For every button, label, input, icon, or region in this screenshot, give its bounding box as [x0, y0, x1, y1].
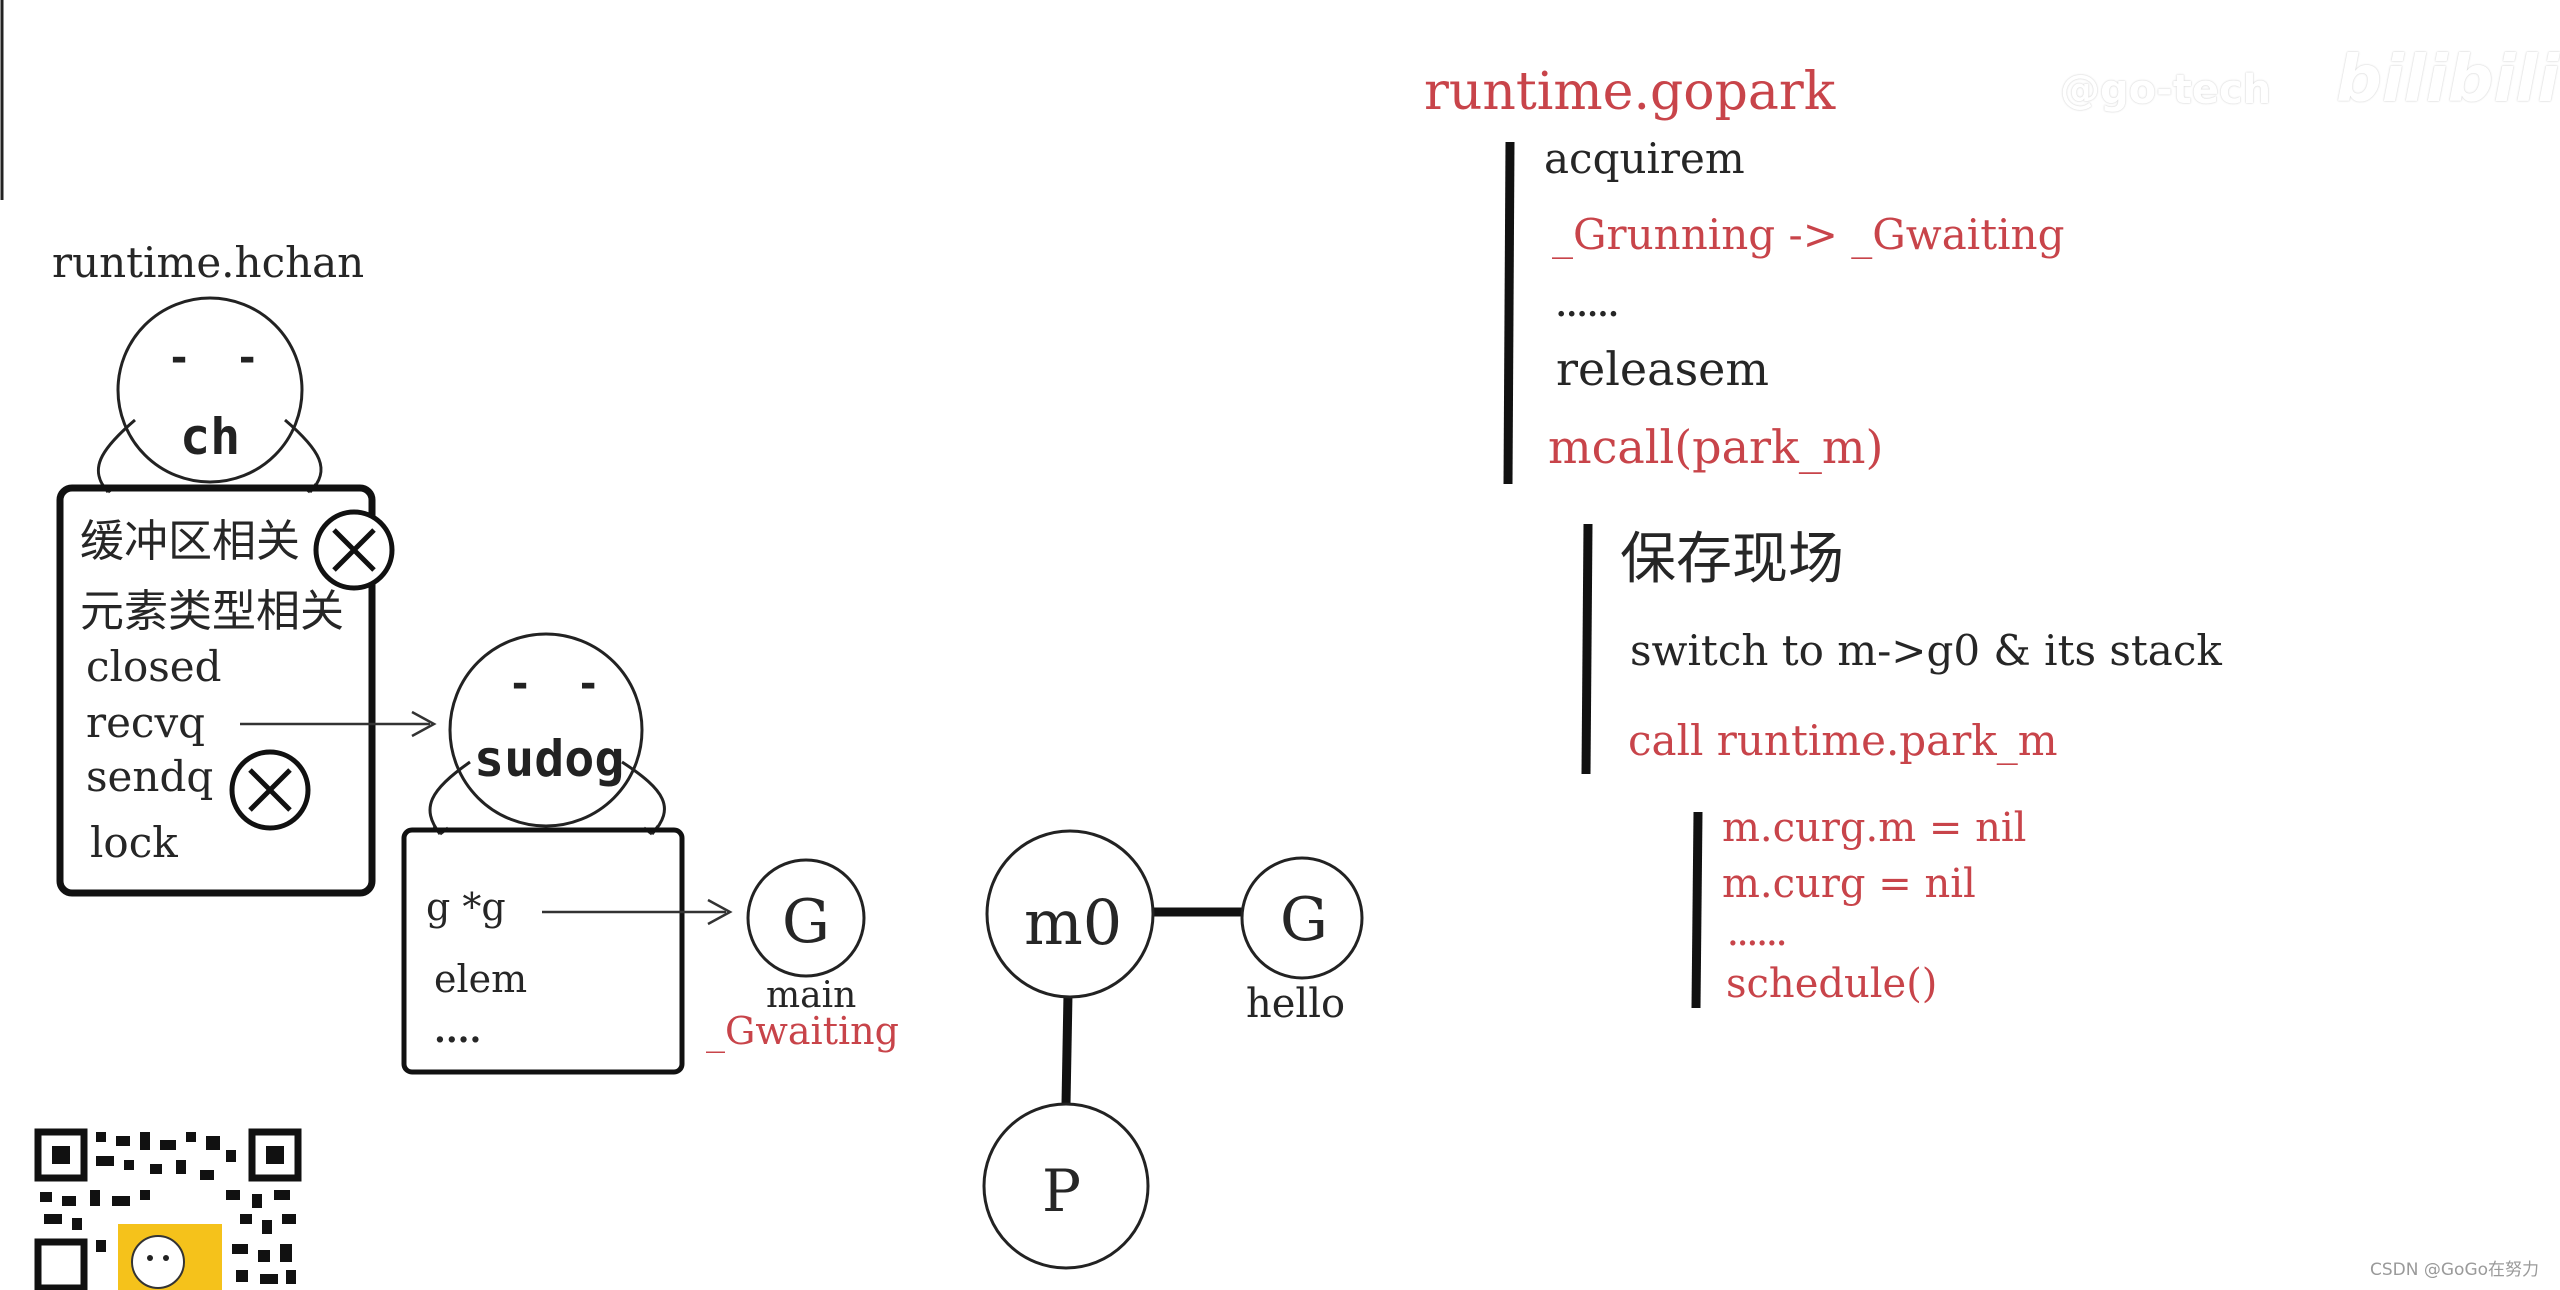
ch-face	[96, 296, 323, 494]
hchan-field-lock: lock	[90, 818, 178, 867]
gopark-step-status: _Grunning -> _Gwaiting	[1552, 210, 2065, 259]
sudog-box	[401, 827, 685, 1075]
hchan-field-buffer: 缓冲区相关	[80, 516, 300, 567]
gopark-step-mcall: mcall(park_m)	[1548, 420, 1884, 474]
qr-code	[34, 1128, 302, 1290]
gopark-title: runtime.gopark	[1424, 62, 1836, 122]
gopark-step-releasem: releasem	[1556, 342, 1770, 396]
p-circle	[982, 1102, 1150, 1270]
hchan-field-closed: closed	[86, 642, 222, 691]
sudog-field-more: ....	[434, 1011, 482, 1051]
parkm-step-ellipsis: ......	[1728, 919, 1787, 952]
mcall-step-call: call runtime.park_m	[1628, 716, 2058, 765]
ch-face-label: ch	[180, 408, 241, 466]
gopark-step-acquirem: acquirem	[1544, 134, 1745, 183]
sudog-face	[428, 632, 666, 836]
mcall-step-save: 保存现场	[1620, 527, 1844, 592]
gopark-bracket	[1503, 141, 1515, 485]
sudog-field-g: g *g	[426, 885, 506, 929]
parkm-step-curg: m.curg = nil	[1722, 861, 1976, 907]
hchan-box	[56, 484, 376, 897]
main-g-circle	[746, 858, 866, 978]
parkm-step-curgm: m.curg.m = nil	[1722, 805, 2027, 851]
hello-g-circle	[1240, 856, 1364, 980]
mcall-step-switch: switch to m->g0 & its stack	[1630, 626, 2222, 675]
sudog-field-elem: elem	[434, 957, 528, 1001]
hello-g-name: hello	[1246, 981, 1346, 1027]
recvq-arrow	[240, 710, 437, 738]
ch-face-eyes: - -	[167, 335, 270, 381]
hello-g-symbol: G	[1280, 885, 1328, 955]
parkm-bracket	[1691, 811, 1703, 1009]
footer-credit: CSDN @GoGo在努力	[2370, 1260, 2540, 1280]
sudog-face-eyes: - -	[508, 661, 611, 707]
m0-label: m0	[1024, 886, 1123, 959]
parkm-step-schedule: schedule()	[1726, 961, 1938, 1007]
hchan-field-elemtype: 元素类型相关	[80, 586, 344, 637]
sendq-x-icon	[229, 749, 311, 831]
hchan-title: runtime.hchan	[52, 238, 365, 287]
watermark-brand: bilibili	[2336, 43, 2560, 117]
watermark-channel: @go-tech	[2060, 67, 2272, 113]
sudog-face-label: sudog	[474, 730, 625, 788]
m0-circle	[985, 829, 1155, 999]
gopark-step-ellipsis: ......	[1556, 289, 1619, 324]
main-g-name: main	[766, 975, 857, 1016]
p-label: P	[1042, 1157, 1082, 1225]
buffer-x-icon	[313, 509, 395, 591]
main-g-status: _Gwaiting	[706, 1009, 899, 1053]
main-g-symbol: G	[782, 887, 830, 957]
m0-p-link	[1061, 993, 1073, 1105]
mcall-bracket	[1581, 523, 1593, 775]
g-pointer-arrow	[542, 898, 733, 926]
hchan-field-sendq: sendq	[86, 752, 214, 801]
hchan-field-recvq: recvq	[86, 698, 206, 747]
